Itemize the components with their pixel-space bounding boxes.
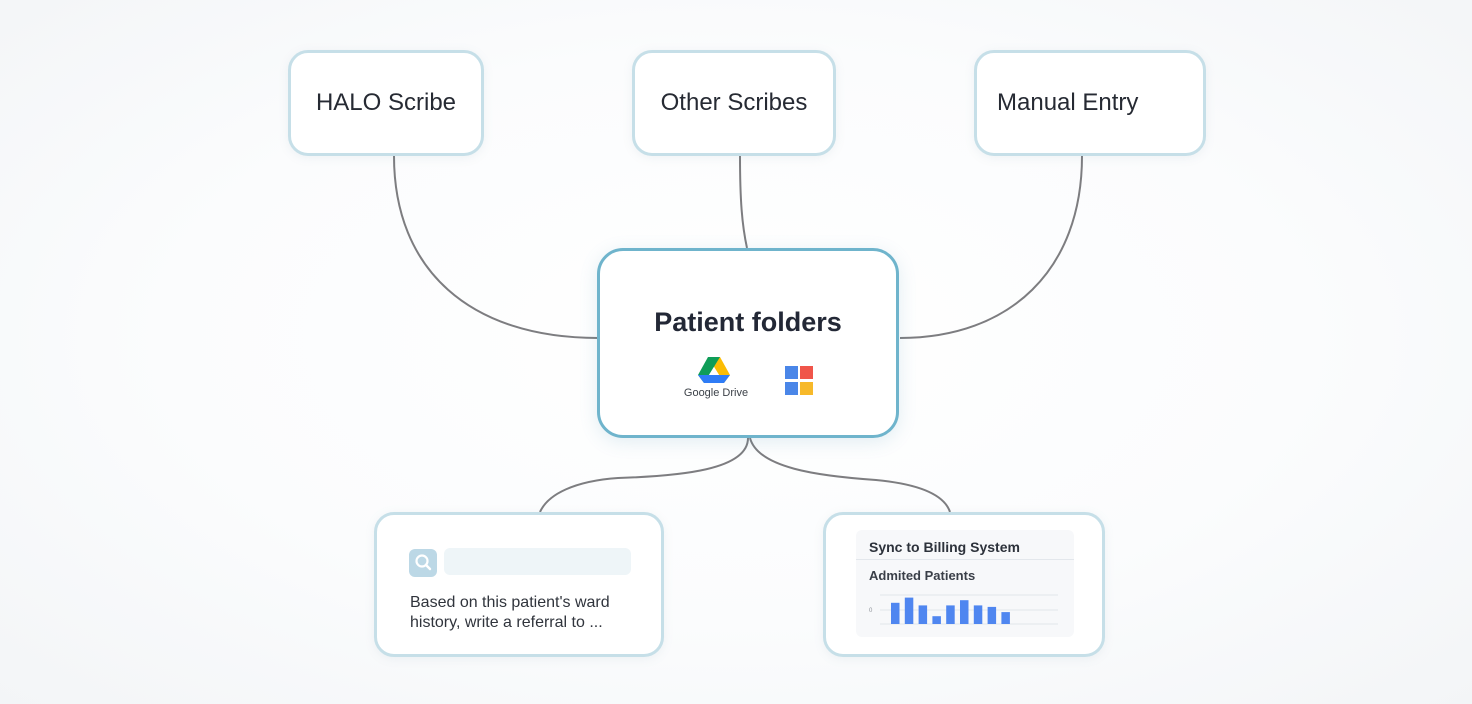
- google-drive-label: Google Drive: [683, 387, 749, 399]
- admitted-patients-chart: 0 0: [869, 594, 1058, 625]
- source-label: Manual Entry: [997, 89, 1139, 116]
- chart-bar: [932, 616, 941, 624]
- microsoft-icon: [785, 366, 813, 400]
- prompt-text: Based on this patient's ward history, wr…: [410, 594, 610, 631]
- y-tick-label: 0: [869, 608, 873, 614]
- billing-panel: Sync to Billing System Admited Patients …: [856, 530, 1074, 637]
- chart-bar: [987, 606, 997, 624]
- chart-bar: [973, 605, 983, 624]
- chart-title: Admited Patients: [869, 568, 976, 583]
- center-title: Patient folders: [654, 307, 842, 337]
- source-node-other-scribes[interactable]: Other Scribes: [632, 50, 836, 156]
- patient-folders-node[interactable]: Patient folders Google Drive: [597, 248, 899, 438]
- connector-other-to-center: [739, 155, 748, 249]
- chart-bar: [891, 602, 900, 624]
- connector-center-to-prompt: [539, 437, 749, 513]
- chart-bar: [946, 605, 955, 624]
- chart-bar: [960, 600, 969, 624]
- source-label: HALO Scribe: [315, 89, 457, 116]
- connector-center-to-billing: [749, 437, 951, 513]
- google-drive-icon: [697, 356, 731, 389]
- connector-manual-to-center: [899, 155, 1083, 339]
- search-input[interactable]: [444, 548, 631, 575]
- search-icon: [409, 549, 437, 577]
- chart-bar: [918, 605, 928, 624]
- source-node-halo-scribe[interactable]: HALO Scribe: [288, 50, 484, 156]
- referral-prompt-node[interactable]: Based on this patient's ward history, wr…: [374, 512, 664, 657]
- source-label: Other Scribes: [660, 89, 808, 116]
- billing-sync-node[interactable]: Sync to Billing System Admited Patients …: [823, 512, 1105, 657]
- bar-group: [891, 597, 1010, 624]
- billing-header: Sync to Billing System: [856, 530, 1074, 560]
- connector-halo-to-center: [393, 155, 599, 339]
- chart-bar: [1001, 612, 1010, 624]
- source-node-manual-entry[interactable]: Manual Entry: [974, 50, 1206, 156]
- billing-title: Sync to Billing System: [869, 539, 1020, 555]
- chart-bar: [904, 597, 914, 624]
